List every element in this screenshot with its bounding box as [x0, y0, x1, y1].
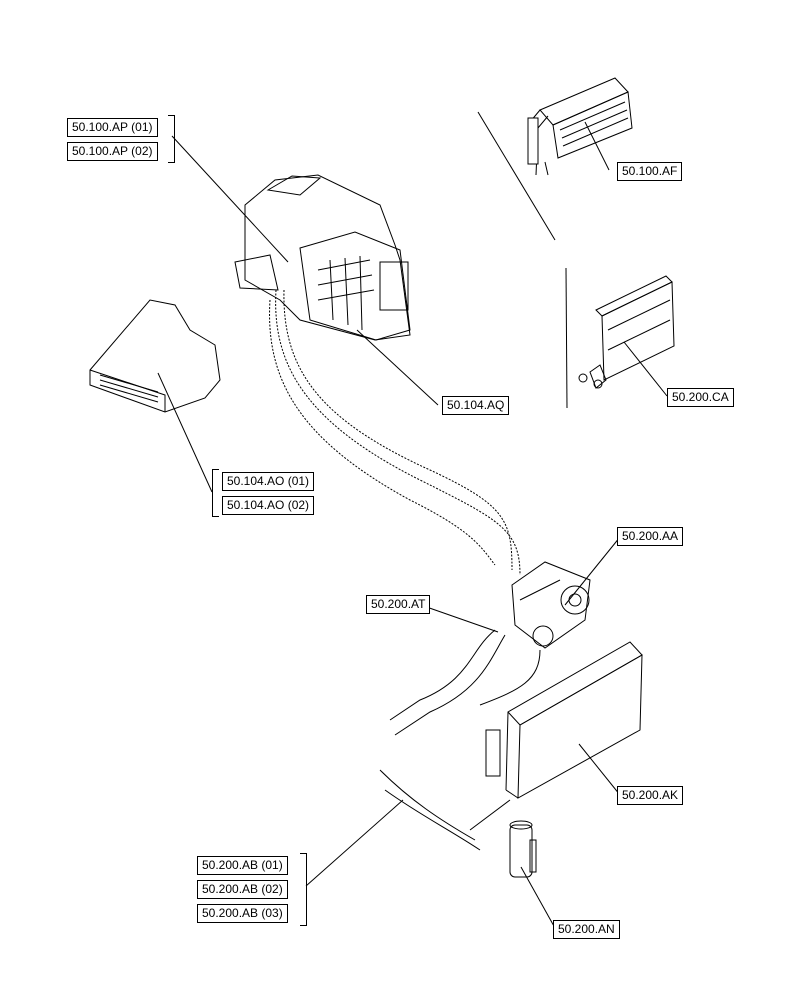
ab-bracket — [300, 853, 307, 926]
callout-50-100-af[interactable]: 50.100.AF — [617, 162, 683, 181]
callout-50-104-aq[interactable]: 50.104.AQ — [442, 396, 510, 415]
condenser-part — [485, 641, 643, 799]
lower-hoses — [379, 629, 541, 851]
refrigerant-hoses — [269, 289, 521, 576]
callout-50-200-aa[interactable]: 50.200.AA — [617, 527, 684, 546]
callout-50-100-ap-02[interactable]: 50.100.AP (02) — [67, 142, 158, 161]
callout-50-200-ak[interactable]: 50.200.AK — [617, 786, 684, 805]
callout-50-200-ab-01[interactable]: 50.200.AB (01) — [197, 856, 288, 875]
evaporator-part — [578, 275, 675, 389]
compressor-part — [511, 561, 591, 649]
callout-50-200-at[interactable]: 50.200.AT — [366, 595, 431, 614]
ao-bracket — [212, 469, 219, 517]
callout-50-200-ab-03[interactable]: 50.200.AB (03) — [197, 904, 288, 923]
receiver-drier-part — [509, 820, 537, 878]
air-duct-part — [89, 299, 221, 413]
callout-50-104-ao-02[interactable]: 50.104.AO (02) — [222, 496, 315, 515]
heater-core-part — [527, 77, 633, 176]
leader-lines — [157, 111, 668, 929]
callout-50-200-an[interactable]: 50.200.AN — [553, 920, 620, 939]
callout-50-104-ao-01[interactable]: 50.104.AO (01) — [222, 472, 315, 491]
callout-50-200-ab-02[interactable]: 50.200.AB (02) — [197, 880, 288, 899]
hvac-box-part — [234, 174, 411, 341]
ap-bracket — [168, 115, 175, 163]
callout-50-200-ca[interactable]: 50.200.CA — [667, 388, 734, 407]
callout-50-100-ap-01[interactable]: 50.100.AP (01) — [67, 118, 158, 137]
